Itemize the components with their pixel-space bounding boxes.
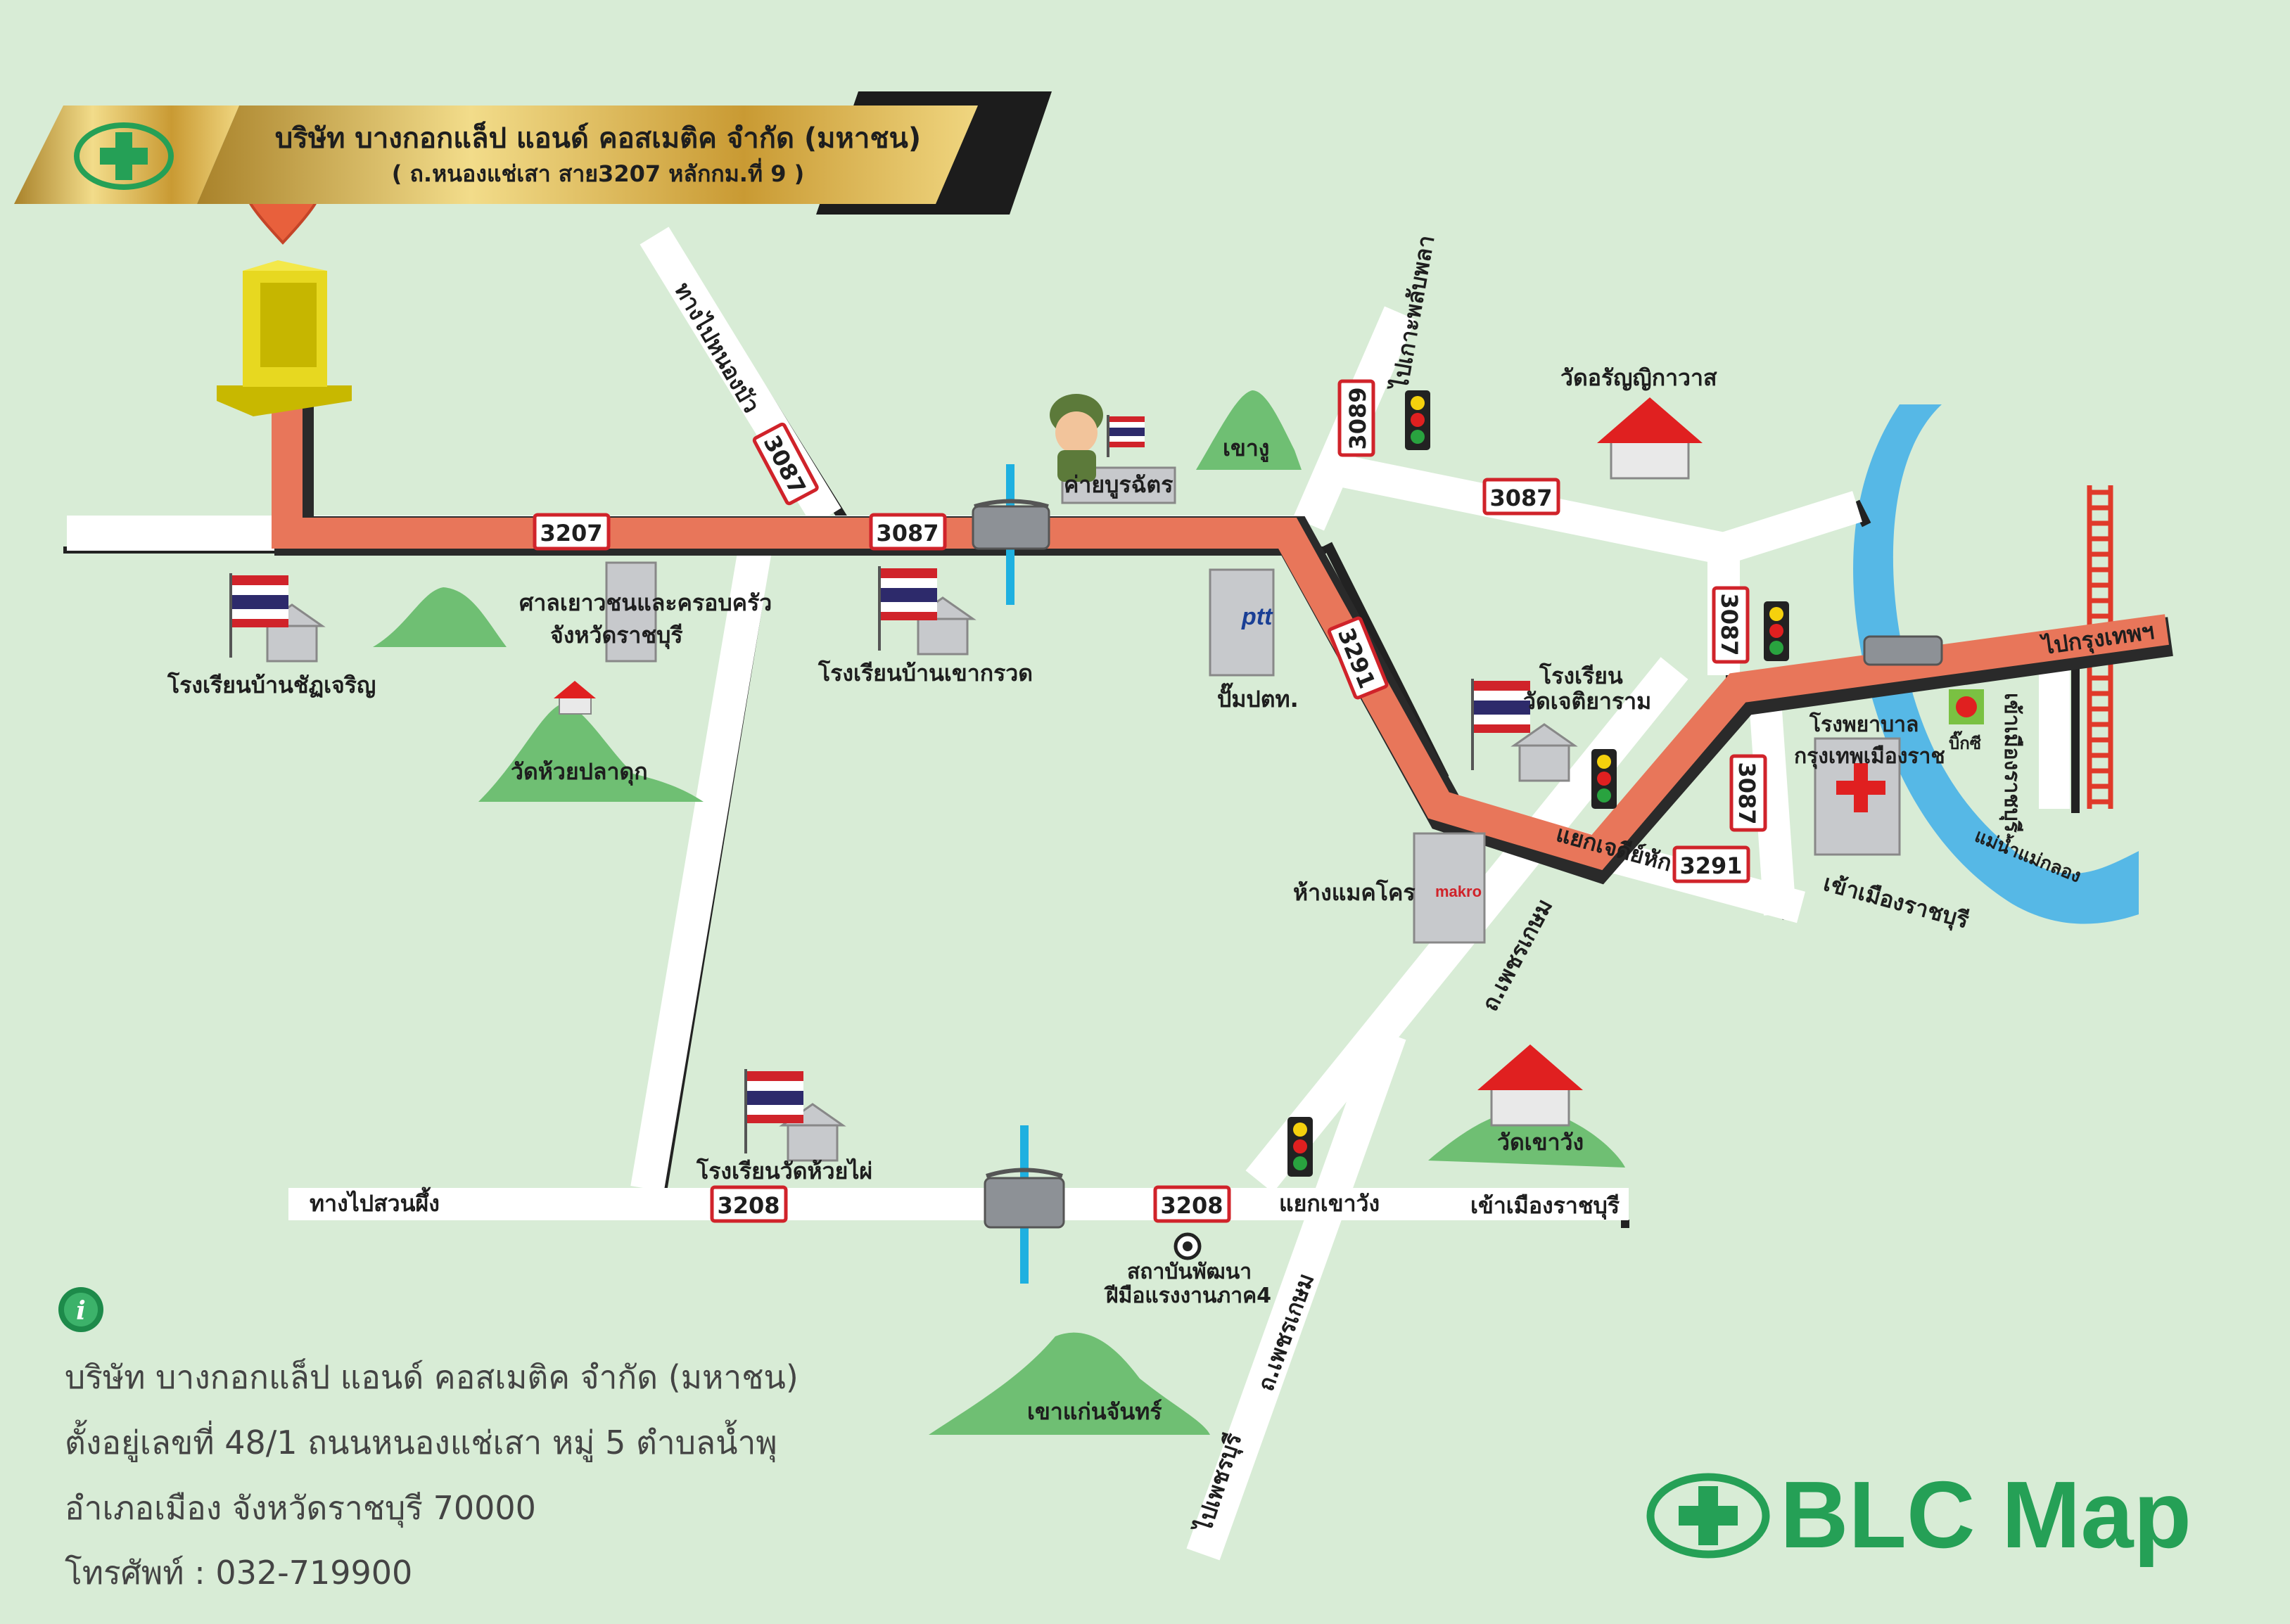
- hills: [373, 390, 1625, 1435]
- info-line-district: อำเภอเมือง จังหวัดราชบุรี 70000: [65, 1489, 536, 1527]
- svg-text:3208: 3208: [1160, 1192, 1223, 1219]
- label-ptt-station: ปั๊มปตท.: [1217, 682, 1299, 712]
- route-shield-3087-main: 3087: [869, 513, 947, 551]
- svg-text:3208: 3208: [717, 1192, 780, 1219]
- label-school-khao-kruat: โรงเรียนบ้านเขากรวด: [818, 660, 1033, 686]
- info-line-address: ตั้งอยู่เลขที่ 48/1 ถนนหนองแช่เสา หมู่ 5…: [65, 1424, 777, 1462]
- svg-text:3087: 3087: [1734, 762, 1760, 824]
- institute-marker-icon: [1173, 1232, 1202, 1260]
- blc-map-logo: BLC Map: [1646, 1462, 2192, 1568]
- blc-cross-logo-icon: [1646, 1473, 1770, 1559]
- route-shield-3089: 3089: [1337, 379, 1375, 457]
- label-youth-court-1: ศาลเยาวชนและครอบครัว: [519, 589, 772, 616]
- temple-wat-khao-wang: [1477, 1044, 1583, 1127]
- brand-text: BLC Map: [1780, 1462, 2192, 1568]
- label-wat-huai-pla-duk: วัดห้วยปลาดุก: [511, 758, 648, 786]
- label-khao-ngu: เขางู: [1223, 435, 1269, 463]
- svg-text:3089: 3089: [1344, 387, 1371, 449]
- svg-text:3207: 3207: [540, 520, 602, 546]
- label-institute-1: สถาบันพัฒนา: [1127, 1260, 1252, 1284]
- thai-flags: [229, 415, 1530, 1153]
- hill-wat-huai-pla-duk: [478, 703, 704, 802]
- traffic-light-3087: [1764, 601, 1789, 661]
- banner-address: ( ถ.หนองแช่เสา สาย3207 หลักกม.ที่ 9 ): [392, 158, 804, 187]
- flag-camp: [1107, 415, 1145, 457]
- hospital-cross-icon: [1836, 763, 1885, 812]
- hill-khao-ngu: [1196, 390, 1302, 470]
- route-shield-3291-b: 3291: [1672, 845, 1750, 883]
- label-youth-court-2: จังหวัดราชบุรี: [550, 622, 683, 650]
- blc-factory-building: [217, 260, 352, 416]
- route-shield-3087-vertical: 3087: [1712, 586, 1750, 664]
- railway: [2087, 485, 2113, 809]
- road-label-into-ratchaburi-1: เข้าเมืองราชบุรี: [1999, 693, 2024, 833]
- flag-school-chedi: [1471, 679, 1530, 770]
- highlighted-route: [272, 404, 2173, 885]
- info-icon: i: [58, 1287, 103, 1332]
- traffic-light-khao-wang: [1287, 1117, 1313, 1177]
- label-khao-kaeng-chan: เขาแก่นจันทร์: [1027, 1398, 1162, 1425]
- building-makro: [1413, 832, 1486, 944]
- traffic-light-chedi-hak: [1591, 749, 1617, 809]
- info-line-phone: โทรศัพท์ : 032-719900: [65, 1554, 413, 1592]
- label-school-chedi-2: วัดเจติยาราม: [1523, 688, 1651, 715]
- svg-text:i: i: [76, 1296, 86, 1326]
- bridge-3207: [972, 464, 1050, 605]
- house-school-chedi: [1510, 723, 1578, 782]
- label-institute-2: ฝีมือแรงงานภาค4: [1103, 1284, 1271, 1308]
- soldier-icon: [1050, 394, 1103, 482]
- label-wat-aranyikawat: วัดอรัญญิกาวาส: [1560, 364, 1717, 391]
- svg-text:3087: 3087: [876, 520, 939, 546]
- traffic-lights: [1287, 390, 1789, 1177]
- top-banner: บริษัท บางกอกแล็ป แอนด์ คอสเมติค จำกัด (…: [14, 91, 1052, 215]
- flag-school-ban-chat: [229, 573, 288, 658]
- svg-text:3291: 3291: [1679, 852, 1742, 879]
- ptt-logo: ptt: [1241, 603, 1273, 630]
- temple-wat-aranyikawat: [1597, 397, 1703, 480]
- label-makro-store: ห้างแมคโคร: [1293, 879, 1416, 906]
- building-youth-court: [605, 561, 657, 663]
- mae-klong-river: [1853, 404, 2139, 924]
- hill-khao-kaeng-chan: [929, 1332, 1210, 1435]
- blc-cross-logo-icon: [74, 122, 174, 190]
- traffic-light-3089: [1405, 390, 1430, 450]
- route-shield-3087-south: 3087: [1729, 754, 1767, 832]
- building-ptt: [1209, 568, 1275, 677]
- label-school-ban-chat: โรงเรียนบ้านชัฏเจริญ: [167, 672, 376, 698]
- label-big-c: บิ๊กซี: [1949, 730, 1981, 753]
- route-shield-3208-b: 3208: [1153, 1185, 1231, 1223]
- info-line-company: บริษัท บางกอกแล็ป แอนด์ คอสเมติค จำกัด (…: [65, 1358, 799, 1396]
- route-shield-3087-east: 3087: [1482, 478, 1560, 516]
- temple-wat-huai-pla-duk: [554, 681, 596, 715]
- label-hospital-1: โรงพยาบาล: [1809, 711, 1919, 737]
- svg-text:3087: 3087: [1489, 485, 1552, 511]
- route-shield-3207: 3207: [533, 513, 611, 551]
- label-school-huai-phai: โรงเรียนวัดห้วยไผ่: [696, 1158, 872, 1184]
- makro-logo: makro: [1435, 883, 1482, 900]
- svg-text:3087: 3087: [1716, 593, 1743, 656]
- flag-school-huai-phai: [744, 1069, 803, 1153]
- label-hospital-2: กรุงเทพเมืองราช: [1794, 744, 1945, 769]
- banner-company: บริษัท บางกอกแล็ป แอนด์ คอสเมติค จำกัด (…: [275, 120, 921, 155]
- hill-wat-khao-wang: [1428, 1109, 1625, 1168]
- label-wat-khao-wang: วัดเขาวัง: [1497, 1129, 1584, 1156]
- big-c-logo-icon: [1949, 689, 1984, 724]
- bridge-river: [1863, 635, 1943, 666]
- houses: [258, 466, 1901, 1162]
- label-khao-wang-junction: แยกเขาวัง: [1279, 1190, 1380, 1217]
- label-camp: ค่ายบูรฉัตร: [1064, 471, 1173, 499]
- house-school-huai-phai: [779, 1103, 846, 1162]
- road-label-to-suan-phueng: ทางไปสวนผึ้ง: [310, 1187, 440, 1217]
- route-shield-3208-a: 3208: [710, 1185, 788, 1223]
- hill-left: [373, 587, 507, 647]
- label-school-chedi-1: โรงเรียน: [1539, 663, 1623, 689]
- road-label-into-ratchaburi-3: เข้าเมืองราชบุรี: [1470, 1192, 1620, 1220]
- bridge-3208: [984, 1125, 1065, 1284]
- flag-school-khao-kruat: [878, 566, 937, 651]
